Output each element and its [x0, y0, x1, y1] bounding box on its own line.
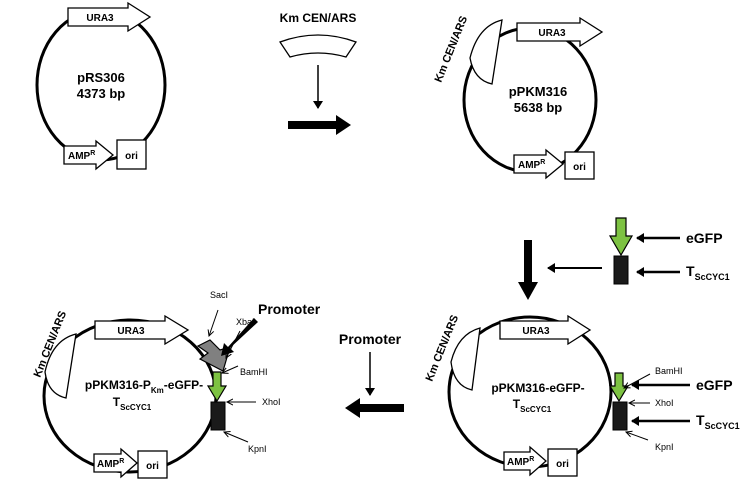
- ura3-label: URA3: [86, 13, 114, 24]
- km-cen-ars-label: Km CEN/ARS: [433, 14, 470, 84]
- ura3-label: URA3: [117, 326, 145, 337]
- km-cen-ars-fragment: [279, 34, 357, 58]
- bamhi-label: BamHI: [655, 366, 683, 376]
- plasmid-name-line2: TScCYC1: [113, 395, 152, 412]
- plasmid-name: pRS306: [77, 70, 125, 85]
- ura3-label: URA3: [538, 28, 566, 39]
- left-arrow-bold: [345, 398, 404, 418]
- km-cen-ars-segment: [469, 19, 503, 85]
- terminator-label: TScCYC1: [686, 263, 730, 282]
- ura3-arrow: URA3: [67, 1, 152, 33]
- plasmid-name: pPKM316: [509, 84, 568, 99]
- kpni-label: KpnI: [248, 444, 267, 454]
- saci-pointer: [209, 309, 219, 336]
- terminator-label: TScCYC1: [696, 412, 740, 431]
- egfp-label: eGFP: [686, 230, 723, 246]
- plasmid-name: pPKM316-eGFP-: [491, 381, 584, 395]
- bamhi-pointer: [222, 365, 239, 373]
- step2-insert: eGFP TScCYC1: [518, 217, 730, 300]
- ampr-arrow: AMPR: [513, 148, 565, 180]
- plasmid-prs306: URA3 AMPR ori pRS306 4373 bp: [35, 1, 167, 171]
- ori-label: ori: [146, 461, 159, 472]
- xbai-label: XbaI: [236, 317, 255, 327]
- step1-insert: Km CEN/ARS: [279, 11, 357, 135]
- plasmid-ppkm316-egfp: Km CEN/ARS URA3 AMPR ori pPKM316-eGFP- T…: [424, 313, 740, 477]
- egfp-arrow: [608, 217, 634, 257]
- plasmid-ppkm316-pkm-egfp: Km CEN/ARS URA3 AMPR ori pPKM316-PKm-eGF…: [32, 290, 321, 479]
- ura3-arrow: URA3: [499, 314, 592, 346]
- ori-label: ori: [556, 459, 569, 470]
- ampr-arrow: AMPR: [63, 139, 115, 171]
- bamhi-label: BamHI: [240, 367, 268, 377]
- egfp-label: eGFP: [696, 377, 733, 393]
- terminator-block: [612, 401, 628, 431]
- saci-label: SacI: [210, 290, 228, 300]
- ampr-label: AMPR: [97, 458, 124, 470]
- plasmid-backbone: [35, 8, 167, 162]
- ura3-arrow: URA3: [516, 16, 604, 48]
- ura3-label: URA3: [522, 326, 550, 337]
- promoter-label: Promoter: [258, 301, 321, 317]
- step3-insert: Promoter: [339, 331, 404, 418]
- plasmid-name-line2: TScCYC1: [513, 397, 552, 414]
- ori-box: ori: [547, 448, 578, 477]
- kpni-pointer: [224, 432, 249, 443]
- plasmid-size: 5638 bp: [514, 100, 562, 115]
- ori-box: ori: [564, 151, 595, 180]
- plasmid-name: pPKM316-PKm-eGFP-: [85, 378, 203, 395]
- down-arrow-bold: [518, 240, 538, 300]
- ori-box: ori: [116, 139, 147, 170]
- km-cen-ars-segment: [450, 327, 481, 391]
- xhoi-label: XhoI: [655, 398, 674, 408]
- terminator-block: [210, 401, 226, 431]
- egfp-arrow: [608, 372, 630, 403]
- plasmid-size: 4373 bp: [77, 86, 125, 101]
- right-arrow-bold: [288, 115, 351, 135]
- ampr-label: AMPR: [518, 159, 545, 171]
- km-cen-ars-label: Km CEN/ARS: [280, 11, 357, 25]
- promoter-arrow: [196, 339, 231, 372]
- egfp-arrow: [206, 371, 228, 403]
- ori-label: ori: [125, 151, 138, 162]
- promoter-pointer: [221, 318, 258, 356]
- ori-box: ori: [137, 450, 168, 479]
- kpni-pointer: [626, 432, 649, 441]
- ampr-label: AMPR: [68, 150, 95, 162]
- ampr-arrow: AMPR: [503, 445, 547, 477]
- km-cen-ars-segment: [44, 333, 77, 399]
- ura3-arrow: URA3: [94, 314, 190, 346]
- ampr-label: AMPR: [507, 456, 534, 468]
- terminator-block: [613, 255, 629, 285]
- kpni-label: KpnI: [655, 442, 674, 452]
- ori-label: ori: [573, 162, 586, 173]
- promoter-label: Promoter: [339, 331, 402, 347]
- plasmid-ppkm316: Km CEN/ARS URA3 AMPR ori pPKM316 5638 bp: [433, 14, 604, 180]
- xhoi-label: XhoI: [262, 397, 281, 407]
- ampr-arrow: AMPR: [93, 447, 138, 479]
